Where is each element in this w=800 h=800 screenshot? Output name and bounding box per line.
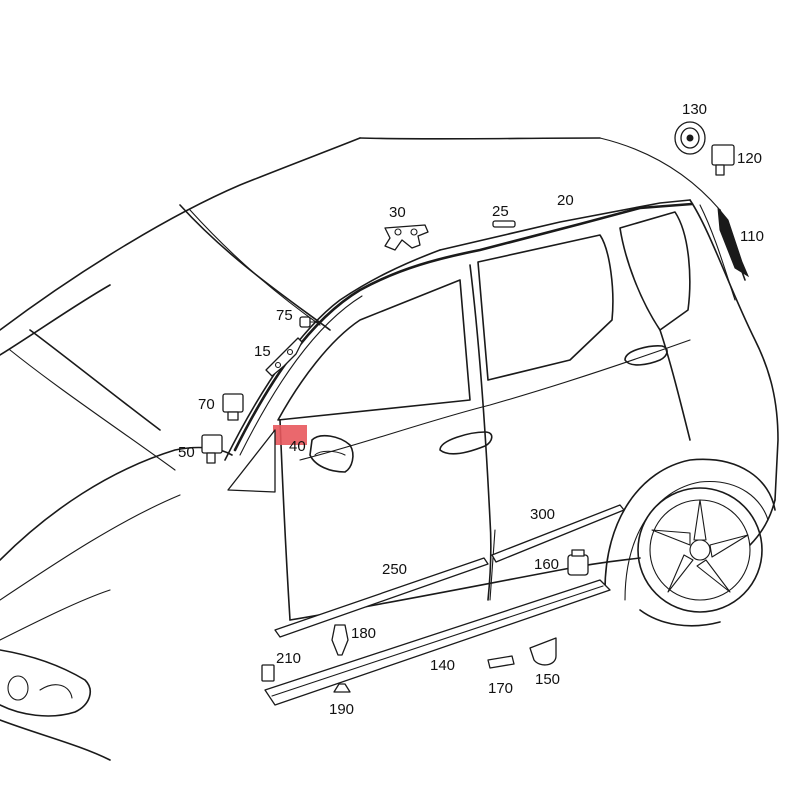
clip-part-160: [567, 549, 589, 576]
grommet-part-130: [674, 121, 706, 155]
clip-part-50: [201, 434, 223, 464]
callout-160: 160: [534, 556, 559, 573]
callout-75: 75: [276, 307, 293, 324]
clip-part-120: [711, 144, 735, 176]
sill-panel-part-140: [264, 579, 611, 706]
callout-110: 110: [740, 228, 764, 245]
callout-300: 300: [530, 506, 555, 523]
callout-120: 120: [737, 150, 762, 167]
callout-70: 70: [198, 396, 215, 413]
clip-strip-part-15: [265, 337, 303, 377]
callout-170: 170: [488, 680, 513, 697]
callout-20: 20: [557, 192, 574, 209]
triangle-cover-part-40: [227, 429, 276, 493]
front-door-molding-part-250: [274, 557, 489, 638]
roof-molding-part-20: [233, 202, 694, 456]
callout-150: 150: [535, 671, 560, 688]
clip-part-210: [261, 664, 275, 682]
bracket-part-150: [529, 637, 557, 666]
rear-door-molding-part-300: [491, 504, 625, 563]
callout-210: 210: [276, 650, 301, 667]
clip-part-25: [492, 220, 516, 228]
callout-40: 40: [289, 438, 306, 455]
clip-part-170: [487, 655, 515, 669]
screw-part-75: [299, 316, 319, 328]
clip-part-70: [222, 393, 244, 421]
callout-30: 30: [389, 204, 406, 221]
callout-50: 50: [178, 444, 195, 461]
callout-25: 25: [492, 203, 509, 220]
callout-15: 15: [254, 343, 271, 360]
push-pin-part-190: [333, 683, 351, 693]
bracket-part-30: [384, 224, 429, 251]
callout-140: 140: [430, 657, 455, 674]
callout-180: 180: [351, 625, 376, 642]
highlight-marker: [273, 425, 307, 445]
callout-190: 190: [329, 701, 354, 718]
callout-250: 250: [382, 561, 407, 578]
callout-130: 130: [682, 101, 707, 118]
clip-part-180: [331, 624, 349, 656]
car-body-outline: [0, 137, 779, 761]
